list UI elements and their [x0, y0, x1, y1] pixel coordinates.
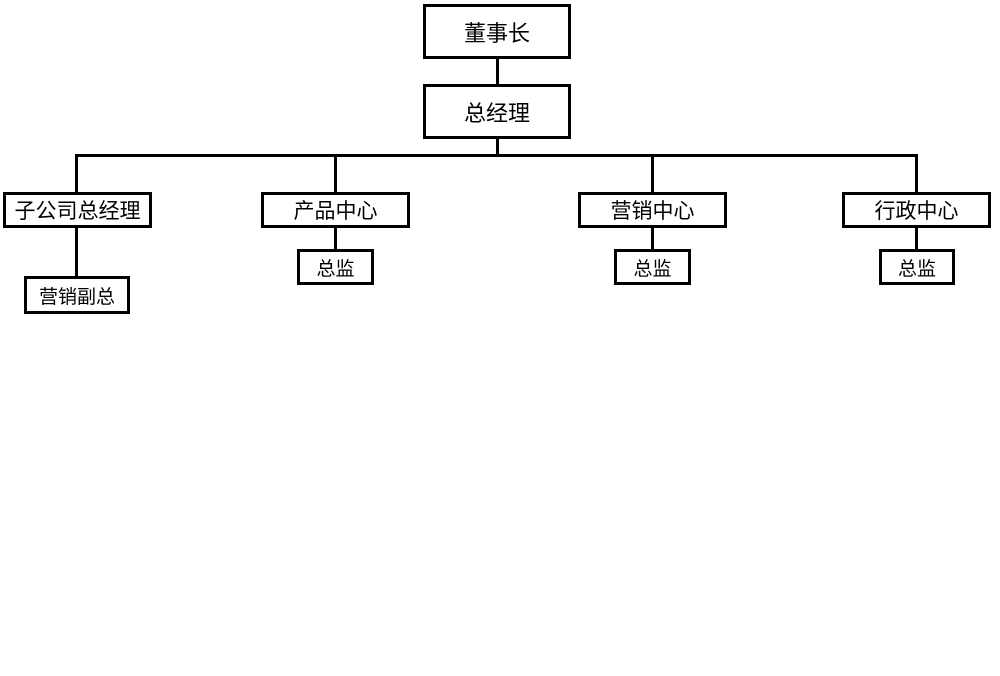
node-marketing-vp: 营销副总 — [24, 276, 130, 314]
connector-subsidiary-sub — [75, 226, 78, 278]
node-general-manager: 总经理 — [423, 84, 571, 139]
node-chairman-label: 董事长 — [463, 21, 530, 47]
connector-marketing-sub — [651, 226, 654, 251]
node-marketing-center-label: 营销中心 — [610, 199, 695, 223]
connector-to-admin — [915, 154, 918, 194]
node-admin-director: 总监 — [879, 249, 955, 285]
node-product-director: 总监 — [297, 249, 374, 285]
node-marketing-director-label: 总监 — [633, 257, 672, 280]
node-admin-center-label: 行政中心 — [874, 199, 959, 223]
node-product-director-label: 总监 — [316, 257, 355, 280]
connector-chairman-gm — [496, 57, 499, 86]
connector-product-sub — [334, 226, 337, 251]
node-subsidiary-gm: 子公司总经理 — [3, 192, 152, 228]
node-subsidiary-gm-label: 子公司总经理 — [14, 199, 141, 223]
connector-gm-down — [496, 137, 499, 156]
node-marketing-vp-label: 营销副总 — [38, 285, 115, 308]
node-marketing-center: 营销中心 — [578, 192, 727, 228]
node-chairman: 董事长 — [423, 4, 571, 59]
node-admin-center: 行政中心 — [842, 192, 991, 228]
node-general-manager-label: 总经理 — [463, 101, 530, 127]
node-admin-director-label: 总监 — [897, 257, 936, 280]
connector-to-subsidiary — [75, 154, 78, 194]
connector-horizontal-bus — [75, 154, 918, 157]
connector-admin-sub — [915, 226, 918, 251]
connector-to-product — [334, 154, 337, 194]
connector-to-marketing — [651, 154, 654, 194]
node-marketing-director: 总监 — [614, 249, 691, 285]
node-product-center-label: 产品中心 — [293, 199, 378, 223]
node-product-center: 产品中心 — [261, 192, 410, 228]
